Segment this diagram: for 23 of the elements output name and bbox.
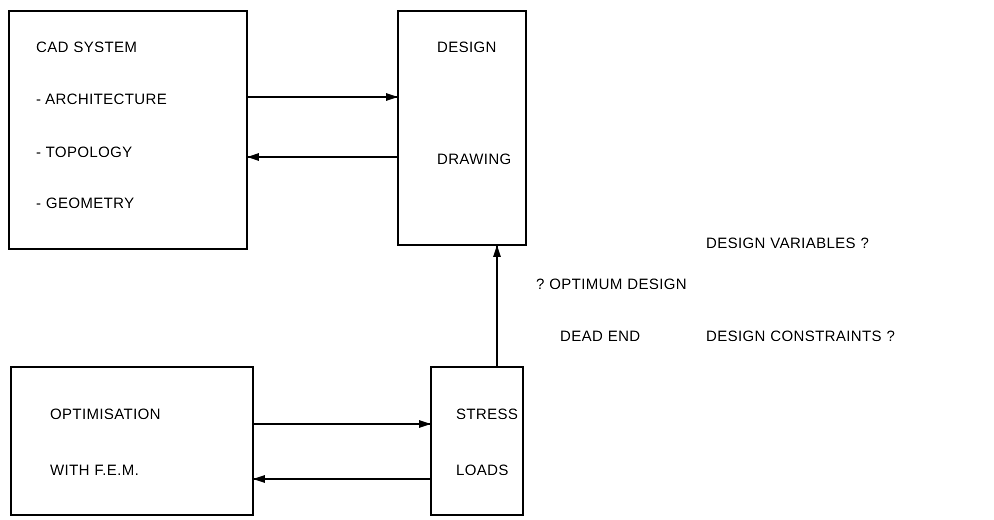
annotation-text: DEAD END <box>560 327 641 347</box>
process-box <box>430 366 524 516</box>
box-text: DRAWING <box>437 150 512 170</box>
box-text: - GEOMETRY <box>36 194 134 214</box>
box-text: CAD SYSTEM <box>36 38 138 58</box>
box-text: OPTIMISATION <box>50 405 161 425</box>
arrow <box>253 475 430 483</box>
box-text: LOADS <box>456 461 509 481</box>
box-text: - ARCHITECTURE <box>36 90 168 110</box>
process-box <box>10 366 254 516</box>
process-box <box>8 10 248 250</box>
process-box <box>397 10 527 246</box>
annotation-text: ? OPTIMUM DESIGN <box>536 275 688 295</box>
arrow <box>254 420 431 428</box>
annotation-text: DESIGN CONSTRAINTS ? <box>706 327 896 347</box>
annotation-text: DESIGN VARIABLES ? <box>706 234 870 254</box>
arrow <box>493 245 501 366</box>
box-text: - TOPOLOGY <box>36 143 133 163</box>
box-text: STRESS <box>456 405 518 425</box>
arrow <box>248 93 398 101</box>
arrow <box>247 153 397 161</box>
box-text: DESIGN <box>437 38 497 58</box>
box-text: WITH F.E.M. <box>50 461 140 481</box>
